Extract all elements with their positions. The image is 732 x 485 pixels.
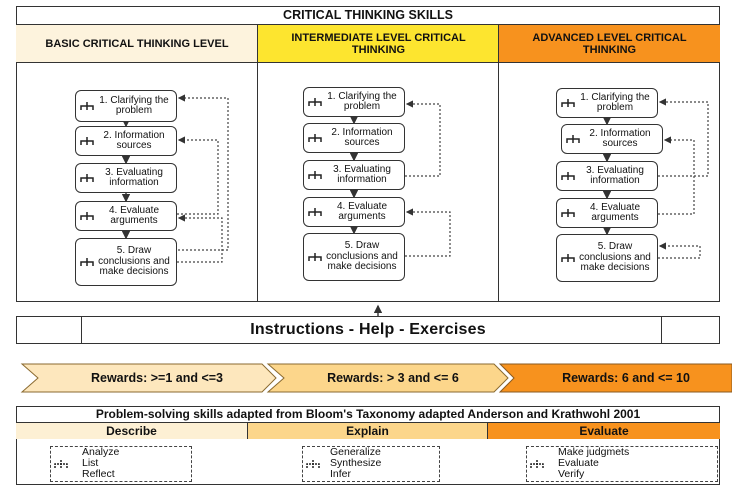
hierarchy-icon [566,134,582,144]
taxonomy-item: Synthesize [330,457,382,470]
critical-thinking-frame [16,6,720,302]
step-evaluating-information-basic: 3. Evaluating information [75,163,177,193]
instructions-bar[interactable]: Instructions - Help - Exercises [16,316,720,344]
step-draw-conclusions-basic: 5. Draw conclusions and make decisions [75,238,177,286]
step-label: 5. Draw conclusions and make decisions [326,240,398,273]
step-evaluating-information-intermediate: 3. Evaluating information [303,160,405,190]
hierarchy-icon [54,460,68,468]
taxonomy-items-describe: Analyze List Reflect [82,446,120,481]
taxonomy-items-evaluate: Make judgmets Evaluate Verify [558,446,630,481]
reward-advanced: Rewards: 6 and <= 10 [562,371,690,385]
level-header-advanced: ADVANCED LEVEL CRITICAL THINKING [499,25,720,63]
taxonomy-box-explain [302,446,440,482]
level-header-basic: BASIC CRITICAL THINKING LEVEL [16,25,258,63]
step-evaluate-arguments-basic: 4. Evaluate arguments [75,201,177,231]
hierarchy-icon [308,170,324,180]
hierarchy-icon [561,253,577,263]
step-label: 1. Clarifying the problem [580,91,650,113]
hierarchy-icon [561,171,577,181]
hierarchy-icon [561,208,577,218]
taxonomy-box-describe [50,446,192,482]
hierarchy-icon [80,173,96,183]
taxonomy-item: List [82,457,99,470]
step-label: 5. Draw conclusions and make decisions [579,241,651,274]
step-label: 1. Clarifying the problem [327,90,397,112]
hierarchy-icon [80,101,96,111]
step-clarifying-intermediate: 1. Clarifying the problem [303,87,405,117]
taxonomy-header-explain: Explain [248,422,488,439]
hierarchy-icon [308,97,324,107]
step-label: 3. Evaluating information [586,164,644,186]
taxonomy-item: Infer [330,468,352,481]
taxonomy-item: Verify [558,468,585,481]
step-evaluate-arguments-intermediate: 4. Evaluate arguments [303,197,405,227]
hierarchy-icon [530,460,544,468]
step-clarifying-basic: 1. Clarifying the problem [75,90,177,122]
step-label: 5. Draw conclusions and make decisions [98,245,170,278]
column-divider [498,25,499,302]
step-label: 4. Evaluate arguments [108,204,160,226]
hierarchy-icon [308,252,324,262]
taxonomy-item: Analyze [82,446,120,458]
taxonomy-item: Make judgmets [558,446,630,458]
step-label: 2. Information sources [103,129,165,151]
step-draw-conclusions-advanced: 5. Draw conclusions and make decisions [556,234,658,282]
step-label: 2. Information sources [331,126,393,148]
step-information-sources-basic: 2. Information sources [75,126,177,156]
step-evaluate-arguments-advanced: 4. Evaluate arguments [556,198,658,228]
step-information-sources-intermediate: 2. Information sources [303,123,405,153]
hierarchy-icon [80,257,96,267]
hierarchy-icon [80,211,96,221]
step-label: 4. Evaluate arguments [336,200,388,222]
taxonomy-header-describe: Describe [16,422,248,439]
step-label: 1. Clarifying the problem [99,94,169,116]
taxonomy-title: Problem-solving skills adapted from Bloo… [95,407,641,421]
step-label: 3. Evaluating information [105,166,163,188]
step-clarifying-advanced: 1. Clarifying the problem [556,88,658,118]
diagram-title: CRITICAL THINKING SKILLS [16,6,720,25]
step-information-sources-advanced: 2. Information sources [561,124,663,154]
step-label: 2. Information sources [589,127,651,149]
step-label: 3. Evaluating information [333,163,391,185]
hierarchy-icon [308,207,324,217]
divider [81,317,82,343]
taxonomy-box-evaluate [526,446,718,482]
reward-basic: Rewards: >=1 and <=3 [90,371,223,385]
column-divider [257,25,258,302]
instructions-help-exercises[interactable]: Instructions - Help - Exercises [250,321,486,338]
hierarchy-icon [561,98,577,108]
step-draw-conclusions-intermediate: 5. Draw conclusions and make decisions [303,233,405,281]
level-header-intermediate: INTERMEDIATE LEVEL CRITICAL THINKING [258,25,499,63]
hierarchy-icon [80,136,96,146]
taxonomy-items-explain: Generalize Synthesize Infer [330,446,382,481]
hierarchy-icon [308,133,324,143]
reward-intermediate: Rewards: > 3 and <= 6 [327,371,459,385]
hierarchy-icon [306,460,320,468]
taxonomy-item: Evaluate [558,457,599,470]
divider [661,317,662,343]
taxonomy-item: Reflect [82,468,115,481]
taxonomy-item: Generalize [330,446,381,458]
step-evaluating-information-advanced: 3. Evaluating information [556,161,658,191]
step-label: 4. Evaluate arguments [589,201,641,223]
taxonomy-header-evaluate: Evaluate [488,422,720,439]
